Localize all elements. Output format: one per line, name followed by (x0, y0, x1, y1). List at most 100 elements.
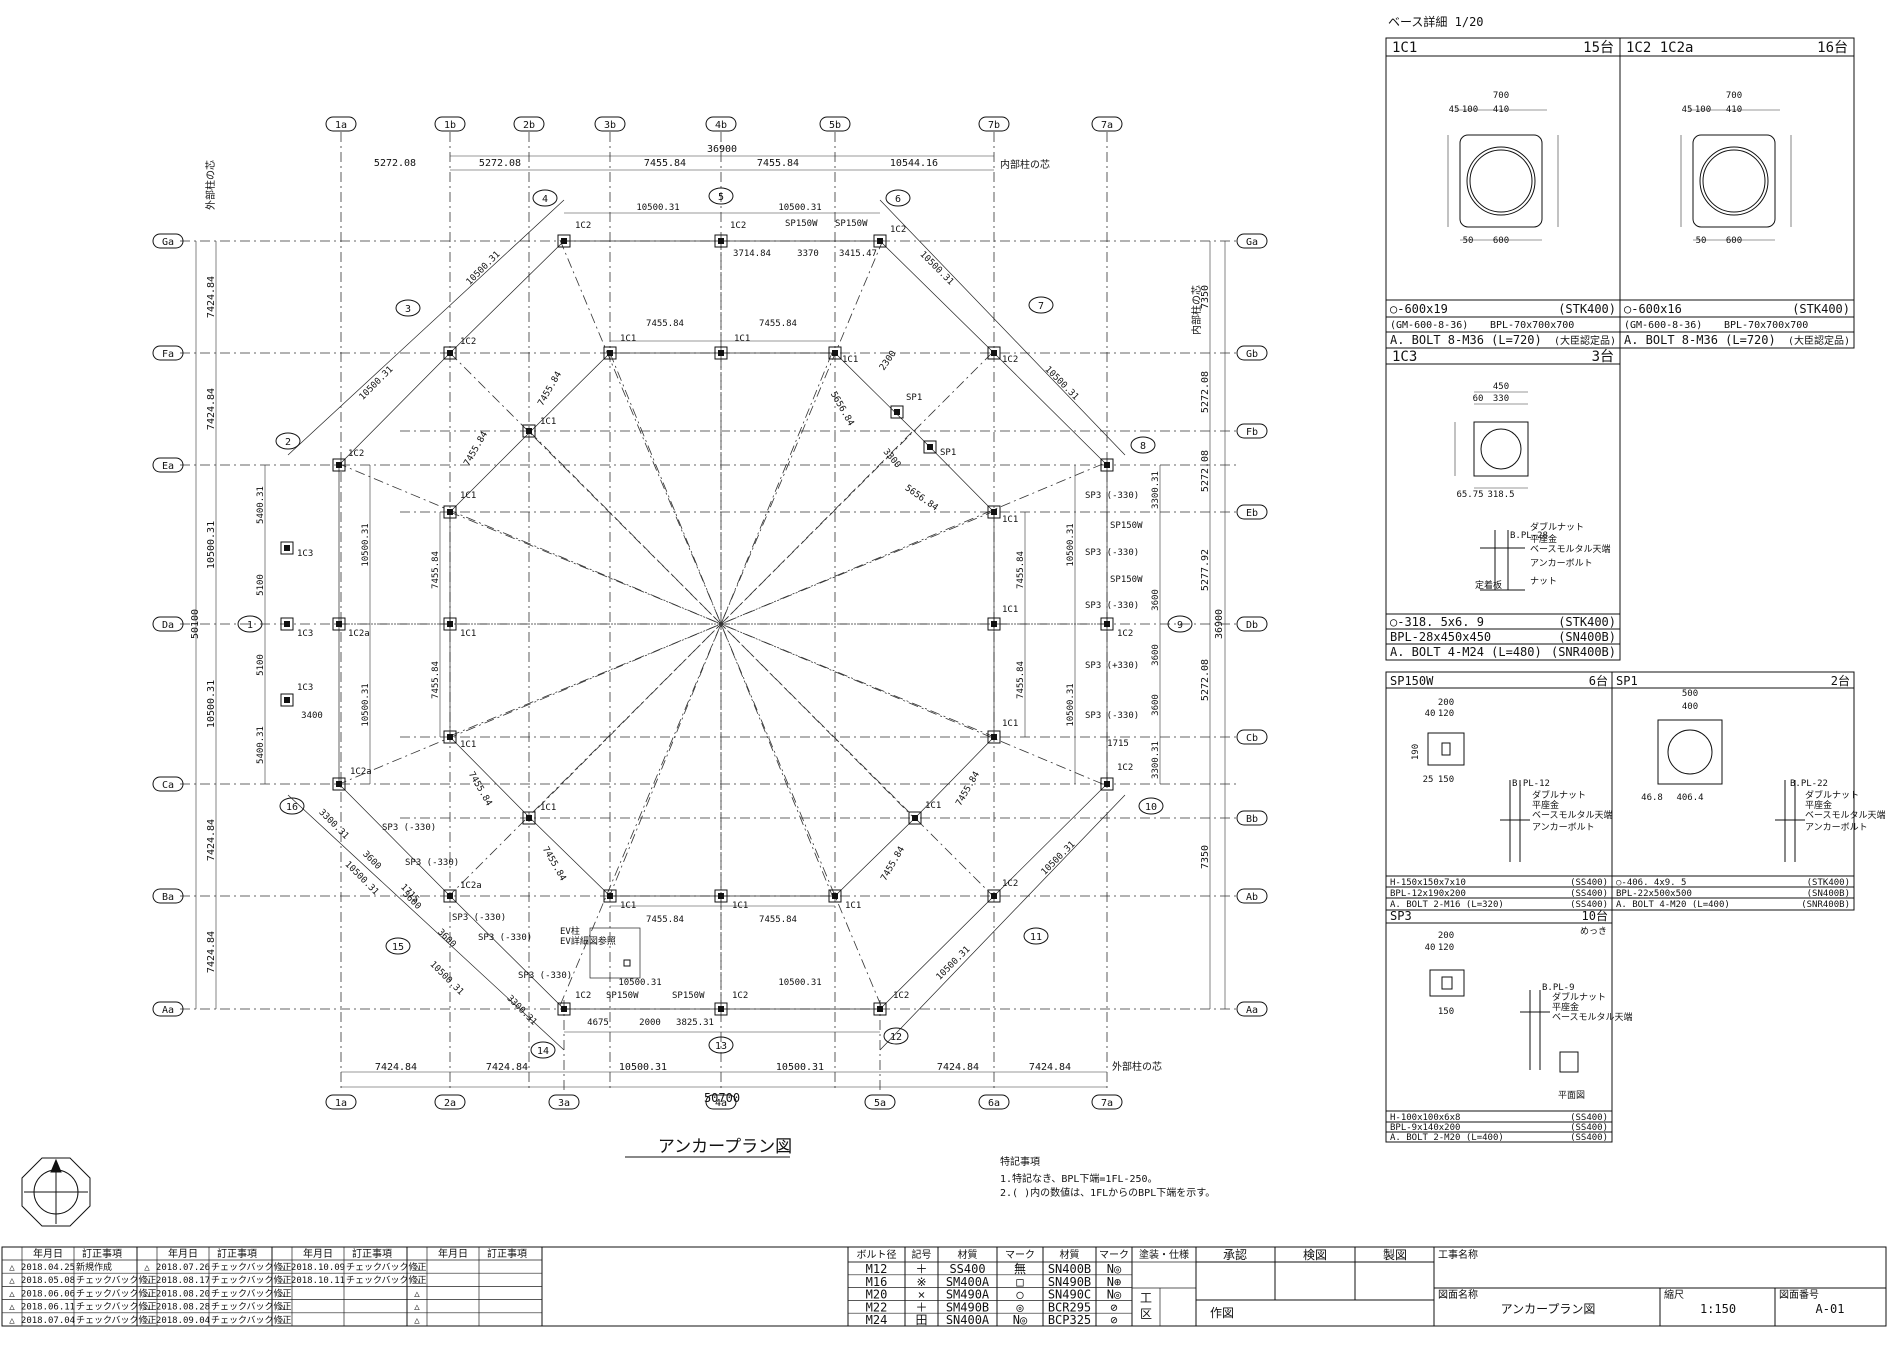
d1c2-pipe-mat: (STK400) (1792, 302, 1850, 316)
grid-right-Fb-label: Fb (1246, 427, 1258, 438)
sp3-bpl: B.PL-9 (1542, 983, 1575, 993)
dim-diag-19: 3300.31 (504, 994, 538, 1028)
ev-box (589, 927, 641, 979)
note-2: 2.( )内の数値は、1FLからのBPL下端を示す。 (1000, 1186, 1215, 1199)
d1c3-w6575: 65.75 (1456, 490, 1483, 500)
rev-mark-0-4: △ (9, 1316, 15, 1326)
d1c2-w100: 100 (1695, 105, 1711, 115)
dsp3-pipe: H-100x100x6x8 (1390, 1113, 1460, 1123)
column-label-20: 1C1 (925, 801, 941, 811)
dsp1-bolt-mat: (SNR400B) (1801, 900, 1850, 910)
sp3-dn: ダブルナット (1552, 991, 1606, 1003)
column-29 (1100, 458, 1114, 472)
column-label-25: 1C2 (1002, 879, 1018, 889)
column-label-49: SP150W (1110, 521, 1143, 531)
bolt-cell-4-1: 田 (915, 1313, 927, 1327)
dim-7455-f: 7455.84 (431, 661, 441, 699)
dim-right-total: 36900 (1214, 609, 1225, 639)
dsp3-bolt-mat: (SS400) (1570, 1133, 1608, 1143)
scale-label: 縮尺 (1664, 1288, 1684, 1301)
project-label: 工事名称 (1438, 1248, 1478, 1261)
bolt-header-5: マーク (1099, 1249, 1129, 1261)
column-label-23: 1C1 (732, 901, 748, 911)
column-label-5: 1C1 (734, 334, 750, 344)
rev-mark-3-4: △ (414, 1316, 420, 1326)
bolt-cell-3-3: ◎ (1016, 1300, 1023, 1314)
dsp1-pipe-mat: (STK400) (1807, 878, 1850, 888)
grid-bottom-4a: 4a (705, 1094, 737, 1110)
dim-7455-c: 7455.84 (646, 915, 684, 925)
rev-item-2-1: チェックバック修正 (346, 1274, 427, 1286)
column-1 (714, 234, 728, 248)
rev-date-1-1: 2018.08.17 (156, 1276, 210, 1286)
grid-right-Cb-label: Cb (1246, 733, 1258, 744)
drawing-no: A-01 (1816, 1302, 1845, 1316)
bolt-header-4: 材質 (1060, 1248, 1080, 1261)
dim-right-4: 5272.08 (1200, 659, 1211, 701)
d1c1-bpl: BPL-70x700x700 (1490, 320, 1574, 331)
bolt-cell-4-3: N◎ (1013, 1313, 1027, 1327)
bolt-header-6: 塗装・仕様 (1139, 1248, 1189, 1261)
rev-mark-1-4: △ (144, 1316, 150, 1326)
dsp3-name: SP3 (1390, 909, 1412, 923)
scale-value: 1:150 (1700, 1302, 1736, 1316)
dim-10500-g: 10500.31 (1066, 523, 1076, 566)
column-core-14 (1104, 621, 1110, 627)
dim-3714: 3714.84 (733, 249, 771, 259)
grid-top-5b-label: 5b (829, 120, 841, 131)
grid-left-Fa-label: Fa (162, 349, 174, 360)
column-label-30: 1C3 (297, 549, 313, 559)
sp3-w200: 200 (1438, 931, 1454, 941)
rev-date-1-2: 2018.08.20 (156, 1289, 210, 1299)
rev-date-1-3: 2018.08.28 (156, 1303, 210, 1313)
d1c3-w330: 330 (1493, 394, 1509, 404)
base-title: ベース詳細 1/20 (1388, 14, 1484, 29)
sp150-w120: 120 (1438, 709, 1454, 719)
bolt-cell-3-5: ⊘ (1110, 1300, 1117, 1314)
dim-10500-a: 10500.31 (636, 203, 679, 213)
dim-bottom-note: 外部柱の芯 (1112, 1060, 1162, 1073)
column-label-7: 1C2 (1002, 355, 1018, 365)
grid-top-7a: 7a (1091, 116, 1123, 132)
grid-right-Bb: Bb (1236, 810, 1268, 826)
rev-date-0-0: 2018.04.25 (21, 1263, 75, 1273)
grid-right-Eb: Eb (1236, 504, 1268, 520)
d1c2-w50: 50 (1696, 236, 1707, 246)
column-core-35 (927, 444, 933, 450)
d1c2-w410: 410 (1726, 105, 1742, 115)
rev-header-item-2: 訂正事項 (352, 1247, 392, 1260)
grid-left-Aa-label: Aa (162, 1005, 174, 1016)
dsp1-name: SP1 (1616, 674, 1638, 688)
column-core-15 (447, 734, 453, 740)
rev-date-2-0: 2018.10.09 (291, 1263, 345, 1273)
column-31 (280, 541, 294, 555)
column-core-5 (832, 350, 838, 356)
radial-3-label: 3 (405, 304, 411, 315)
column-19 (522, 811, 536, 825)
dim-3415: 3415.47 (839, 249, 877, 259)
grid-right-Ab: Ab (1236, 888, 1268, 904)
dim-right-5: 7350 (1200, 845, 1211, 869)
radial-15: 15 (385, 937, 411, 955)
column-label-48: SP3 (-330) (518, 971, 572, 981)
radial-6-label: 6 (895, 194, 901, 205)
dsp3-bpl: BPL-9x140x200 (1390, 1123, 1460, 1133)
dim-3825: 3825.31 (676, 1018, 714, 1028)
column-markers (280, 234, 1114, 1016)
dim-diag-10: 7455.84 (954, 770, 982, 808)
radial-2: 2 (275, 432, 301, 450)
radial-16: 16 (279, 797, 305, 815)
column-core-30 (718, 350, 724, 356)
bolt-cell-2-2: SM490A (946, 1288, 990, 1302)
grid-left-Ga: Ga (152, 233, 184, 249)
column-core-2 (877, 238, 883, 244)
grid-bottom-6a: 6a (978, 1094, 1010, 1110)
rev-header-item-1: 訂正事項 (217, 1247, 257, 1260)
dim-7455-b: 7455.84 (759, 319, 797, 329)
dim-right-note: 内部柱の芯 (1190, 285, 1203, 335)
column-label-26: 1C2 (575, 991, 591, 1001)
radial-3: 3 (395, 299, 421, 317)
bolt-cell-4-2: SN400A (946, 1313, 990, 1327)
dim-diag-6: 7455.84 (462, 430, 490, 468)
dim-3300: 3300 (881, 447, 903, 470)
